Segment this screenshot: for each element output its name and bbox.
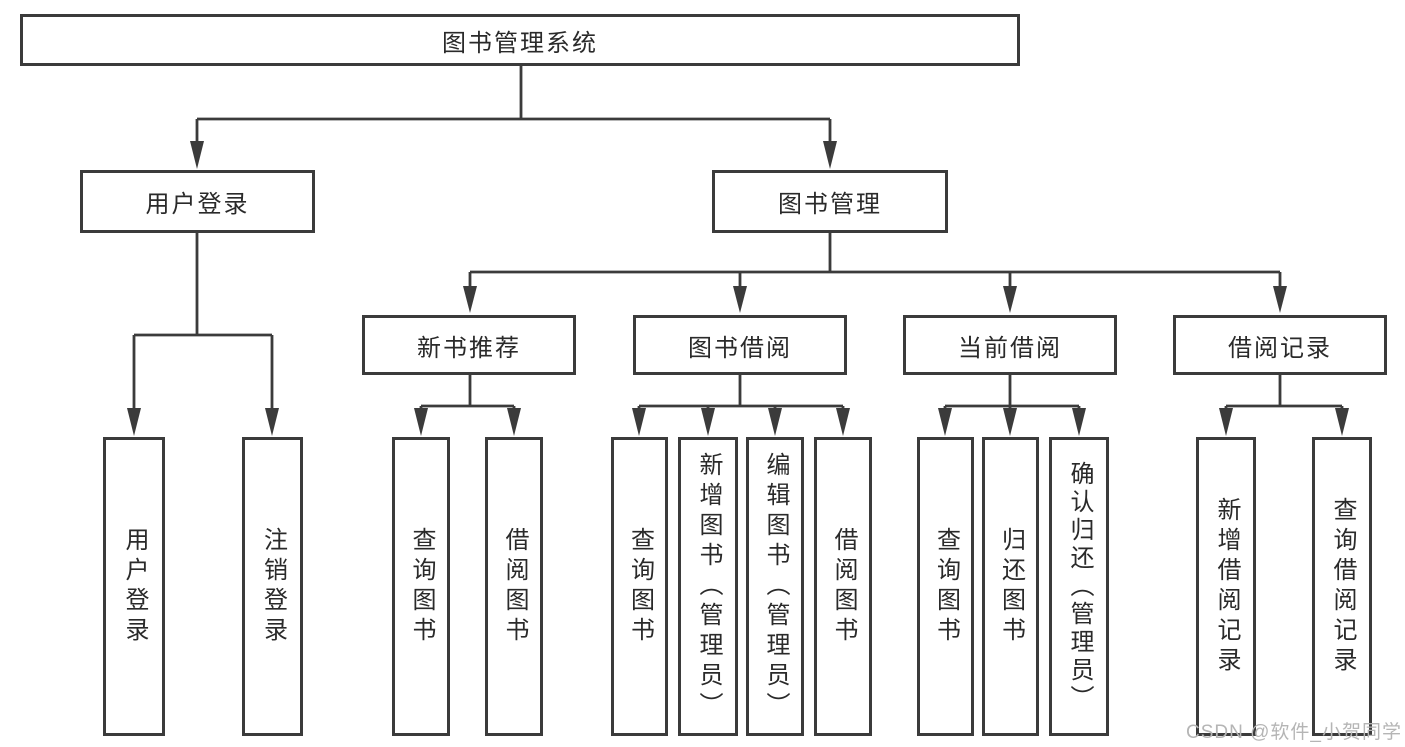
node-current-borrow: 当前借阅 xyxy=(903,315,1117,375)
leaf-return-book: 归还图书 xyxy=(982,437,1039,736)
leaf-query-books-2: 查询图书 xyxy=(611,437,668,736)
node-borrow-records: 借阅记录 xyxy=(1173,315,1387,375)
leaf-borrow-books-1: 借阅图书 xyxy=(485,437,543,736)
node-book-borrow: 图书借阅 xyxy=(633,315,847,375)
leaf-query-books-3: 查询图书 xyxy=(917,437,974,736)
leaf-add-book-admin: 新增图书（管理员） xyxy=(678,437,738,736)
leaf-confirm-return-admin: 确认归还（管理员） xyxy=(1049,437,1109,736)
leaf-edit-book-admin: 编辑图书（管理员） xyxy=(746,437,804,736)
leaf-logout: 注销登录 xyxy=(242,437,303,736)
node-user-login: 用户登录 xyxy=(80,170,315,233)
leaf-query-borrow-record: 查询借阅记录 xyxy=(1312,437,1372,736)
leaf-query-books-1: 查询图书 xyxy=(392,437,450,736)
node-new-book-recommend: 新书推荐 xyxy=(362,315,576,375)
leaf-borrow-books-2: 借阅图书 xyxy=(814,437,872,736)
node-root: 图书管理系统 xyxy=(20,14,1020,66)
watermark: CSDN @软件_小贺同学 xyxy=(1186,722,1402,743)
leaf-user-login: 用户登录 xyxy=(103,437,165,736)
node-book-management: 图书管理 xyxy=(712,170,948,233)
leaf-add-borrow-record: 新增借阅记录 xyxy=(1196,437,1256,736)
